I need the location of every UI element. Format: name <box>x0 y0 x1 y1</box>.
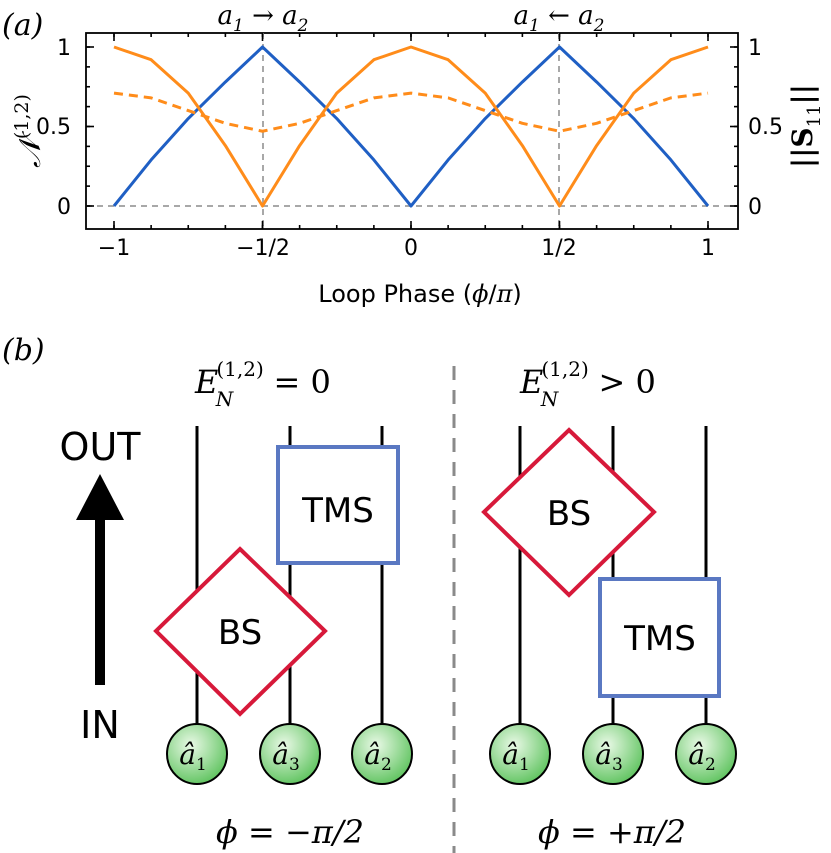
panel-b-label: (b) <box>2 333 45 368</box>
series-line-3 <box>113 91 709 133</box>
mode-a3-left: â3 <box>259 723 321 785</box>
mode-a3-right: â3 <box>582 723 644 785</box>
panel-a-label: (a) <box>2 8 43 43</box>
y-tick-label-right: 0 <box>748 195 762 220</box>
y-tick-label-left: 0 <box>57 195 71 220</box>
annotation-left: a1 → a2 <box>217 1 308 36</box>
tms-box-left <box>276 445 400 565</box>
y-tick-label-right: 0.5 <box>748 115 783 140</box>
y-tick-label-left: 1 <box>57 36 71 61</box>
axis-ticks <box>86 33 738 229</box>
tms-label-right: TMS <box>623 619 696 659</box>
mode-a2-left: â2 <box>351 723 413 785</box>
mode-a2-right: â2 <box>675 723 737 785</box>
x-tick-label: 1/2 <box>541 236 576 261</box>
svg-text:||S11||: ||S11|| <box>786 84 825 168</box>
series-line-2 <box>113 45 709 208</box>
bs-diamond-right <box>481 427 657 598</box>
mode-a1-left: â1 <box>166 723 228 785</box>
y-axis-label-right: ||S11|| <box>786 84 825 168</box>
x-axis-label: Loop Phase (ϕ/π) <box>318 280 521 308</box>
annotation-right: a1 ← a2 <box>513 1 604 36</box>
left-title: E(1,2)N = 0 <box>194 357 331 411</box>
right-phase-label: ϕ = +π/2 <box>538 813 686 851</box>
tms-label-left: TMS <box>301 491 374 531</box>
up-arrow-icon <box>76 474 124 520</box>
x-tick-label: −1/2 <box>236 236 290 261</box>
chart-series <box>112 45 710 208</box>
bs-label-left: BS <box>218 613 262 653</box>
bs-diamond-left <box>153 546 328 717</box>
x-tick-label: 1 <box>701 236 715 261</box>
y-tick-label-left: 0.5 <box>36 115 71 140</box>
tms-box-right <box>598 577 721 698</box>
y-tick-label-right: 1 <box>748 36 762 61</box>
out-label: OUT <box>60 425 142 469</box>
left-phase-label: ϕ = −π/2 <box>216 813 364 851</box>
right-title: E(1,2)N > 0 <box>519 357 656 411</box>
plot-area <box>85 32 739 230</box>
x-tick-label: 0 <box>404 236 418 261</box>
x-tick-label: −1 <box>98 236 130 261</box>
bs-label-right: BS <box>547 494 591 534</box>
in-label: IN <box>80 703 120 747</box>
mode-a1-right: â1 <box>489 723 551 785</box>
series-line-1 <box>112 45 710 208</box>
